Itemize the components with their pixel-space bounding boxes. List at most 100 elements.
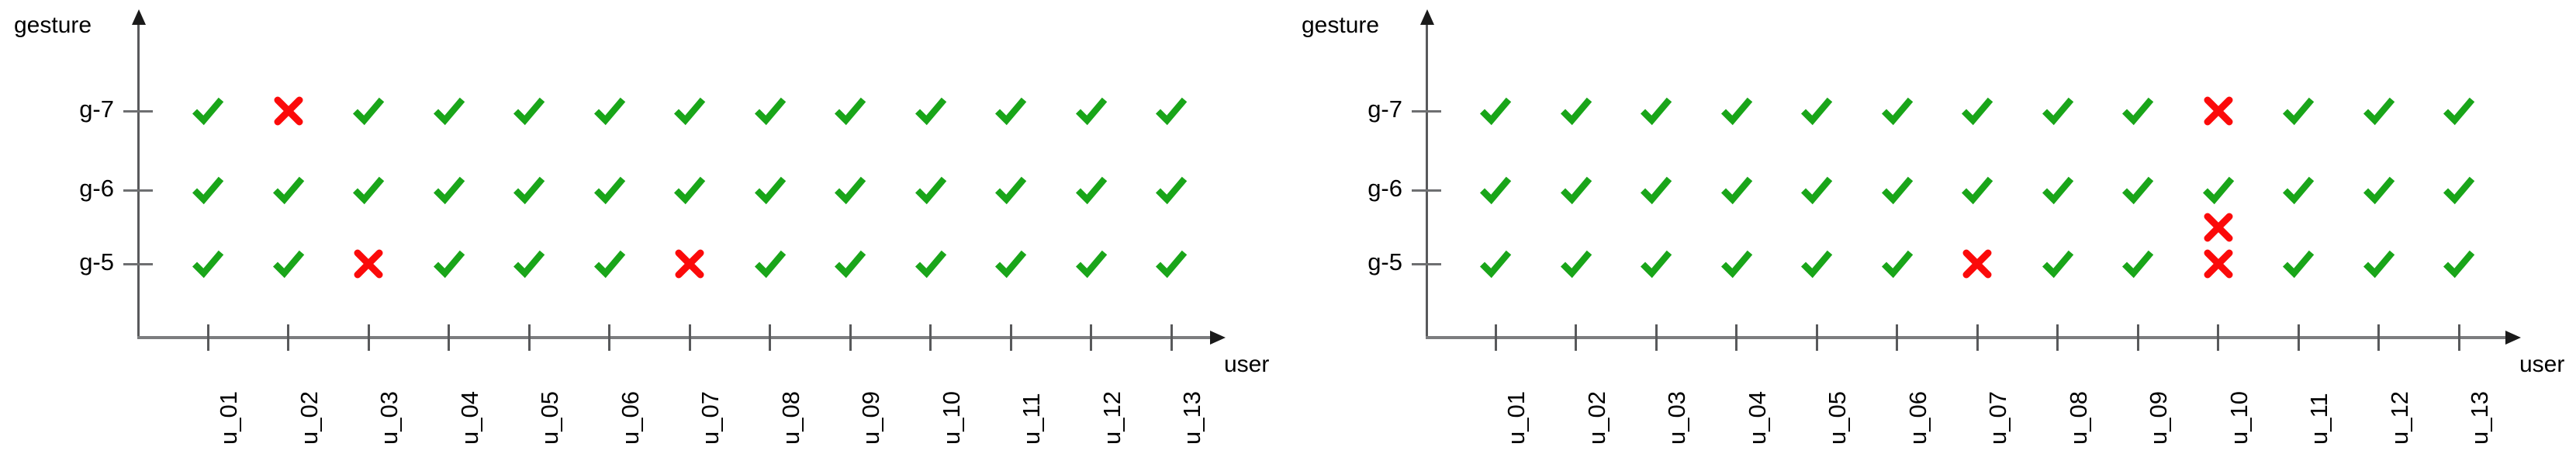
x-tick-mark [1575,324,1577,351]
x-tick-mark [688,324,691,351]
x-tick-label-u_11: u_11 [2305,393,2332,445]
x-tick-mark [1896,324,1898,351]
x-tick-mark [1815,324,1818,351]
x-tick-mark [608,324,610,351]
y-tick-label-g-6: g-6 [1368,175,1402,202]
check-icon [1799,93,1834,129]
x-tick-label-u_07: u_07 [1984,391,2011,445]
x-tick-label-u_13: u_13 [1178,391,1205,445]
check-icon [1478,93,1513,129]
x-axis-line [1426,336,2505,339]
x-axis-title: user [1224,352,1270,377]
cross-icon [672,246,707,282]
x-tick-label-u_04: u_04 [1743,391,1771,445]
check-icon [1153,93,1189,129]
y-tick-label-g-5: g-5 [79,248,114,276]
x-tick-label-u_08: u_08 [2064,391,2092,445]
x-tick-mark [1090,324,1092,351]
check-icon [431,172,467,208]
check-icon [190,172,226,208]
check-icon [1879,246,1915,282]
x-tick-label-u_12: u_12 [2385,391,2413,445]
x-tick-mark [1009,324,1012,351]
check-icon [592,246,628,282]
x-tick-mark [1655,324,1658,351]
x-tick-label-u_09: u_09 [857,391,884,445]
y-tick-label-g-7: g-7 [1368,95,1402,123]
cross-icon [2201,246,2236,282]
check-icon [511,246,547,282]
check-icon [1719,93,1755,129]
check-icon [832,246,868,282]
check-icon [832,172,868,208]
x-axis-line [137,336,1210,339]
x-tick-label-u_06: u_06 [1903,391,1931,445]
x-tick-mark [2457,324,2460,351]
x-tick-label-u_05: u_05 [536,391,563,445]
check-icon [2280,246,2316,282]
x-axis-arrow-icon [1210,331,1226,345]
check-icon [2201,172,2236,208]
y-axis-arrow-icon [1419,9,1434,25]
x-tick-mark [929,324,932,351]
check-icon [2120,246,2156,282]
check-icon [1879,93,1915,129]
x-tick-mark [769,324,771,351]
y-tick-label-g-6: g-6 [79,175,114,202]
x-tick-label-u_02: u_02 [1582,391,1610,445]
check-icon [190,246,226,282]
y-tick-mark [123,189,153,192]
y-tick-mark [123,263,153,265]
x-tick-label-u_12: u_12 [1098,391,1125,445]
x-tick-mark [1494,324,1497,351]
x-tick-mark [2217,324,2219,351]
check-icon [1799,172,1834,208]
y-tick-mark [1412,110,1441,113]
check-icon [1719,246,1755,282]
check-icon [672,93,707,129]
check-icon [1959,93,1995,129]
x-tick-label-u_02: u_02 [295,391,323,445]
x-axis-arrow-icon [2505,331,2521,345]
check-icon [1074,172,1109,208]
x-tick-mark [527,324,531,351]
x-tick-mark [448,324,450,351]
x-tick-mark [2377,324,2380,351]
x-axis-title: user [2519,352,2565,377]
check-icon [2441,93,2477,129]
check-icon [913,246,949,282]
y-tick-label-g-7: g-7 [79,95,114,123]
check-icon [1799,246,1834,282]
x-tick-mark [2297,324,2300,351]
x-tick-mark [1735,324,1738,351]
x-tick-label-u_09: u_09 [2145,391,2172,445]
cross-icon [2201,210,2236,245]
x-tick-label-u_01: u_01 [1502,391,1530,445]
check-icon [1153,246,1189,282]
y-axis-arrow-icon [131,9,146,25]
x-tick-mark [2056,324,2059,351]
check-icon [993,93,1029,129]
y-axis-line [1426,20,1428,338]
check-icon [271,172,306,208]
check-icon [1074,246,1109,282]
check-icon [2361,93,2397,129]
x-tick-mark [367,324,370,351]
check-icon [511,93,547,129]
check-icon [351,172,386,208]
check-icon [1959,172,1995,208]
y-axis-title: gesture [1302,12,1380,38]
check-icon [1558,93,1594,129]
check-icon [1879,172,1915,208]
check-icon [1558,172,1594,208]
check-icon [592,93,628,129]
check-icon [431,93,467,129]
check-icon [2040,172,2076,208]
check-icon [1638,246,1674,282]
check-icon [913,172,949,208]
check-icon [2361,246,2397,282]
